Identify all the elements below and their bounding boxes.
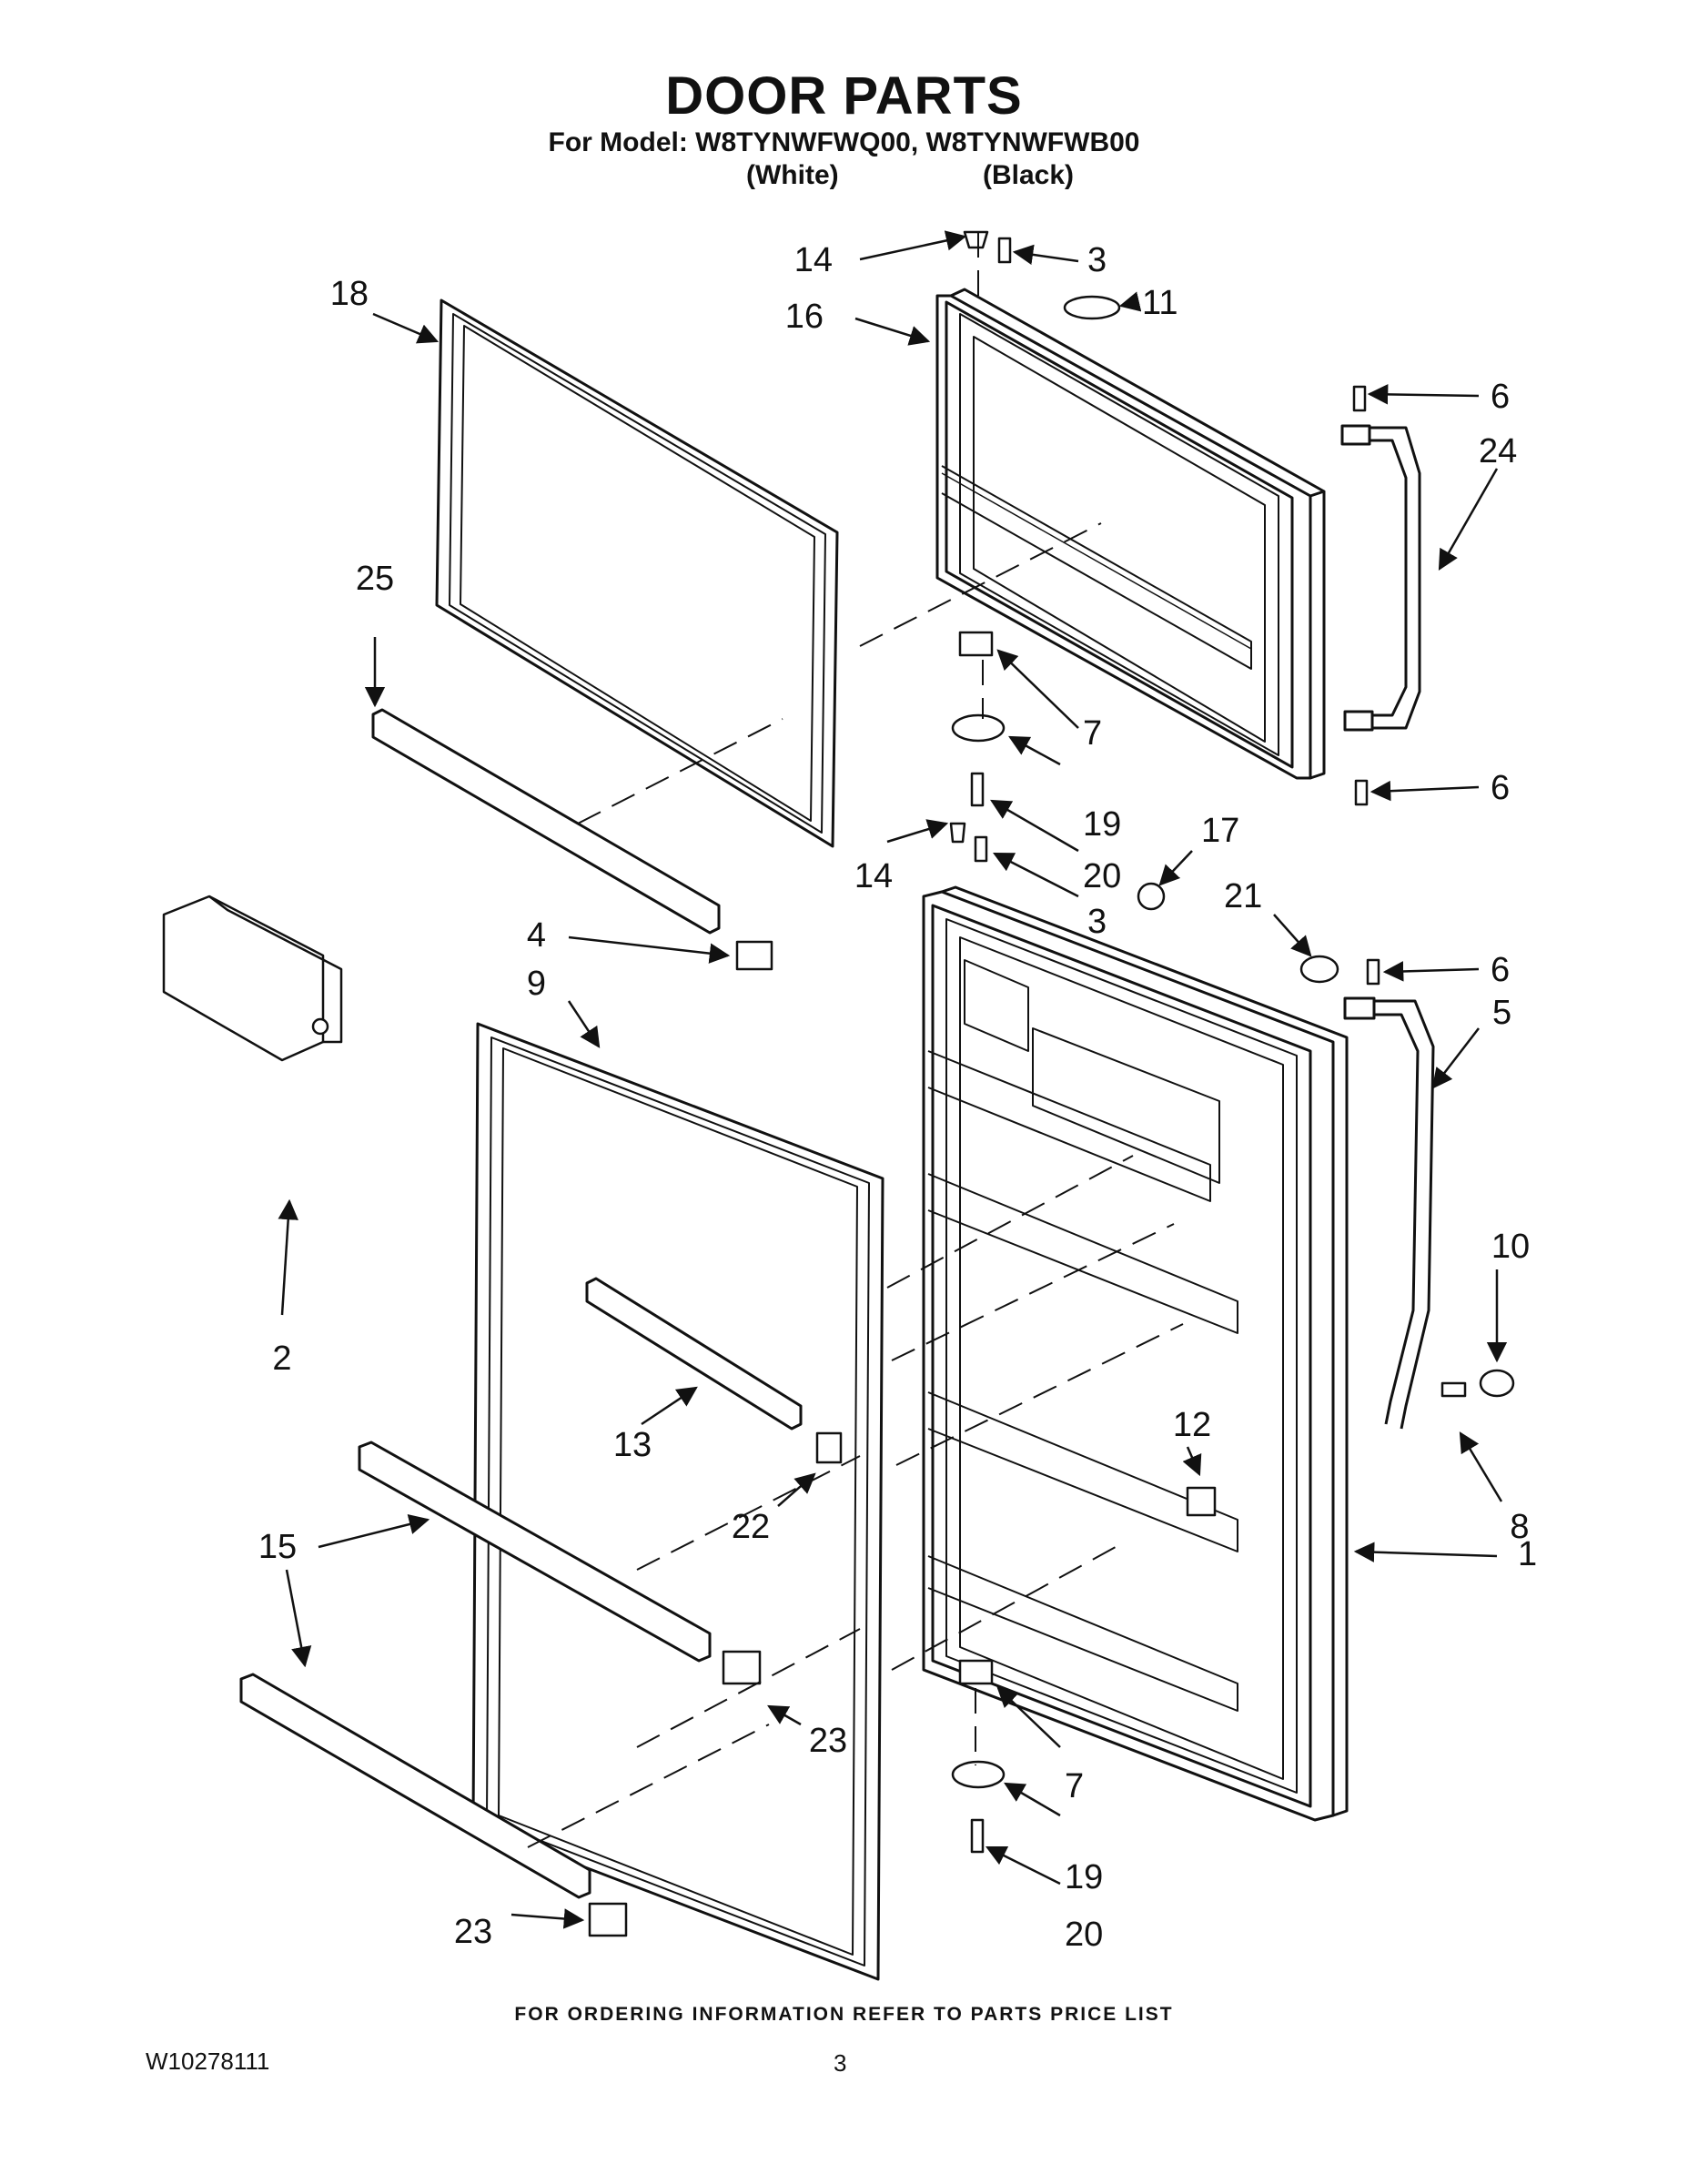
callout-19: 19 — [1065, 1858, 1103, 1896]
callout-labels: 14 3 11 16 18 6 24 25 7 19 6 20 14 17 3 … — [258, 241, 1537, 1954]
callout-24: 24 — [1479, 432, 1517, 470]
callout-23: 23 — [454, 1913, 492, 1951]
callout-23: 23 — [809, 1722, 847, 1760]
callout-13: 13 — [613, 1426, 652, 1464]
variant-black-label: (Black) — [983, 160, 1075, 190]
document-number: W10278111 — [146, 2048, 270, 2075]
callout-4: 4 — [527, 916, 546, 955]
callout-15: 15 — [258, 1528, 297, 1566]
callout-17: 17 — [1201, 812, 1239, 850]
variant-white-label: (White) — [746, 160, 839, 190]
leader-arrows — [278, 230, 1508, 1929]
callout-3: 3 — [1087, 903, 1107, 941]
fresh-food-gasket — [471, 1022, 884, 1981]
alignment-lines — [527, 232, 1184, 1848]
callout-10: 10 — [1491, 1228, 1530, 1266]
freezer-gasket — [435, 298, 839, 848]
callout-6: 6 — [1491, 769, 1510, 807]
callout-16: 16 — [785, 298, 824, 336]
freezer-door — [935, 288, 1326, 780]
callout-20: 20 — [1065, 1916, 1103, 1954]
model-line: For Model: W8TYNWFWQ00, W8TYNWFWB00 — [548, 127, 1140, 157]
door-shelf-rails — [239, 708, 803, 1899]
fresh-food-handle — [1343, 996, 1435, 1430]
callout-5: 5 — [1492, 994, 1511, 1032]
callout-22: 22 — [732, 1508, 770, 1546]
callout-25: 25 — [356, 560, 394, 598]
callout-11: 11 — [1142, 284, 1178, 322]
callout-2: 2 — [272, 1340, 291, 1378]
callout-9: 9 — [527, 965, 546, 1003]
freezer-handle — [1340, 424, 1421, 732]
callout-12: 12 — [1173, 1406, 1211, 1444]
callout-7: 7 — [1083, 714, 1102, 753]
callout-6: 6 — [1491, 378, 1510, 416]
callout-20: 20 — [1083, 857, 1121, 895]
ordering-note: FOR ORDERING INFORMATION REFER TO PARTS … — [514, 2004, 1174, 2025]
callout-1: 1 — [1518, 1535, 1537, 1573]
page-number: 3 — [834, 2049, 847, 2077]
callout-14: 14 — [794, 241, 833, 279]
callout-14: 14 — [854, 857, 893, 895]
callout-18: 18 — [330, 275, 369, 313]
callout-7: 7 — [1065, 1767, 1084, 1805]
callout-6: 6 — [1491, 951, 1510, 989]
callout-19: 19 — [1083, 805, 1121, 844]
callout-21: 21 — [1224, 877, 1262, 915]
page-title: DOOR PARTS — [665, 66, 1023, 126]
fresh-food-door — [922, 885, 1349, 1822]
callout-3: 3 — [1087, 241, 1107, 279]
callout-8: 8 — [1510, 1508, 1529, 1546]
